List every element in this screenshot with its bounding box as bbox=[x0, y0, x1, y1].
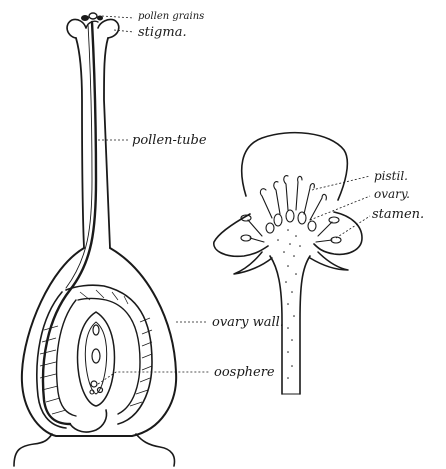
ovary-leader bbox=[310, 196, 370, 220]
receptacle-stipple bbox=[277, 229, 301, 379]
ovaries-drawing bbox=[266, 210, 316, 233]
label-ovary-wall: ovary wall. bbox=[212, 315, 284, 330]
petal-left bbox=[214, 214, 268, 256]
central-nucleus bbox=[92, 349, 100, 363]
antipodal-cell bbox=[93, 325, 99, 335]
integument-inner bbox=[57, 299, 140, 417]
label-stamen: stamen. bbox=[372, 207, 424, 222]
pollen-grains-drawing bbox=[81, 13, 103, 21]
style-left-outline bbox=[76, 38, 84, 248]
label-pistil: pistil. bbox=[374, 169, 408, 183]
stamens-drawing bbox=[241, 215, 341, 243]
petal-top bbox=[242, 133, 348, 200]
integument-outer bbox=[37, 285, 152, 428]
stamen-leader bbox=[336, 216, 370, 238]
label-ovary: ovary. bbox=[374, 187, 410, 201]
style-right-outline bbox=[104, 38, 110, 248]
stigma-right-lobe bbox=[98, 19, 119, 38]
label-pollen-grains: pollen grains bbox=[138, 11, 204, 22]
label-pollen-tube: pollen-tube bbox=[132, 133, 207, 148]
pistil-section-drawing bbox=[14, 13, 210, 466]
sepal-left bbox=[234, 252, 272, 274]
receptacle-outline bbox=[14, 434, 174, 466]
label-oosphere: oosphere bbox=[214, 365, 275, 380]
stigma-left-lobe bbox=[67, 19, 86, 38]
embryo-sac-outline bbox=[78, 312, 115, 406]
pollen-tube-inner bbox=[66, 24, 92, 288]
pollen-grain bbox=[81, 15, 89, 21]
pollen-tube-drawing bbox=[43, 22, 96, 424]
label-stigma: stigma. bbox=[138, 25, 187, 40]
pistil-leader bbox=[312, 176, 370, 190]
oosphere-drawing bbox=[91, 381, 97, 387]
funicle bbox=[70, 410, 107, 432]
oosphere-leader bbox=[98, 372, 210, 384]
pollen-grains-leader bbox=[102, 16, 134, 18]
pollen-grain bbox=[89, 13, 97, 19]
flower-section-drawing bbox=[214, 133, 370, 394]
embryo-sac-inner bbox=[85, 322, 106, 394]
